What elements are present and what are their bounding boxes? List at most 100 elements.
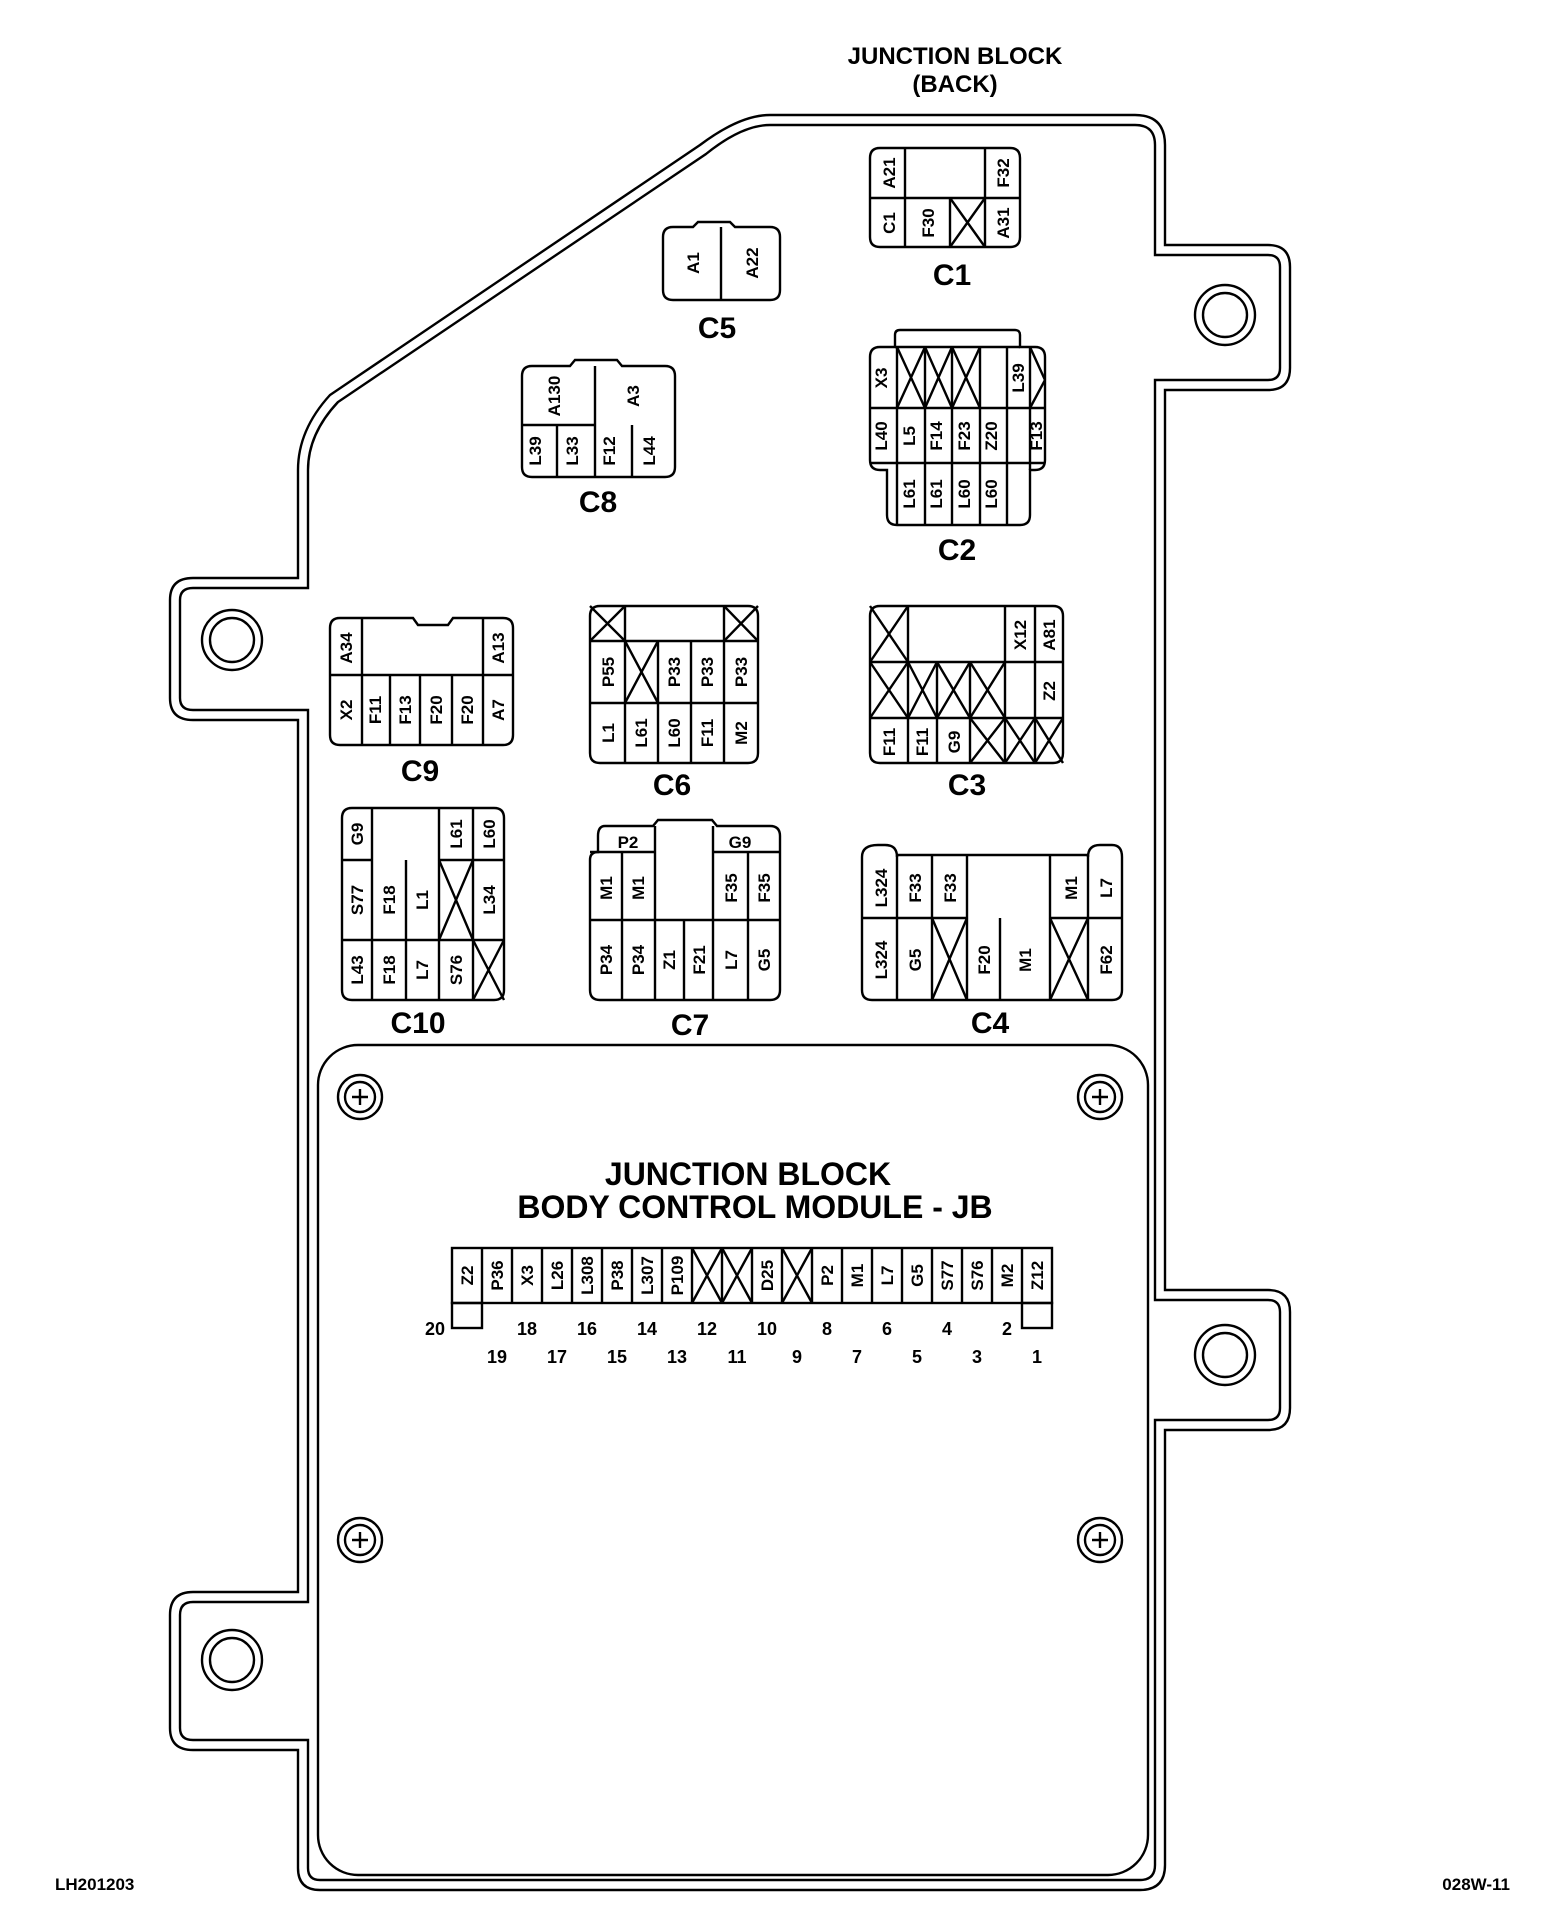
bcm-cavity-unused-mark [780, 1247, 814, 1304]
mounting-hole-left-upper [200, 608, 264, 672]
connector-c10: G9 L61 L60 S77 F18 L1 L34 L43 F18 L7 S76 [340, 806, 506, 1002]
connector-c10-label: C10 [390, 1007, 445, 1040]
c8-cavity-l33: L33 [563, 436, 582, 465]
housing-inner-outline [178, 123, 1282, 1882]
c9-cavity-f20-a: F20 [427, 695, 446, 724]
connector-c5: A1 A22 [661, 220, 782, 302]
c3-cavity-z2: Z2 [1040, 681, 1059, 701]
bcm-pin-number: 8 [822, 1319, 832, 1339]
c4-cavity-f62: F62 [1097, 945, 1116, 974]
screw-icon-top-right [1076, 1073, 1124, 1121]
bcm-pin-number: 3 [972, 1347, 982, 1367]
bcm-pin-number: 4 [942, 1319, 952, 1339]
c2-cavity-l60-a: L60 [955, 479, 974, 508]
c4-cavity-l324-b: L324 [872, 940, 891, 979]
c7-cavity-g9: G9 [729, 833, 752, 852]
c10-cavity-l7: L7 [413, 960, 432, 980]
bcm-pin-number: 15 [607, 1347, 627, 1367]
c6-cavity-l60: L60 [665, 718, 684, 747]
c8-cavity-l44: L44 [640, 436, 659, 466]
c3-cavity-a81: A81 [1040, 619, 1059, 650]
c10-cavity-l43: L43 [348, 955, 367, 984]
c9-cavity-a13: A13 [489, 632, 508, 663]
bcm-pin-number: 17 [547, 1347, 567, 1367]
bcm-pin-label: L7 [878, 1266, 897, 1286]
c2-cavity-z20: Z20 [982, 421, 1001, 450]
c3-cavity-f11-a: F11 [880, 728, 899, 756]
c4-cavity-m1-a: M1 [1062, 876, 1081, 900]
connector-c6: P55 P33 P33 P33 L1 L61 L60 F11 M2 [588, 604, 760, 765]
c2-cavity-f13: F13 [1027, 421, 1046, 450]
mounting-hole-right-lower [1193, 1323, 1257, 1387]
c2-cavity-x3: X3 [872, 368, 891, 389]
c2-cavity-l40: L40 [872, 421, 891, 450]
connector-c4-label: C4 [971, 1007, 1010, 1040]
c8-cavity-f12: F12 [600, 436, 619, 465]
c2-cavity-l5: L5 [900, 426, 919, 446]
screw-icon-bottom-left [336, 1516, 384, 1564]
mounting-hole-top-right [1193, 283, 1257, 347]
connector-c2-label: C2 [938, 534, 976, 567]
c10-cavity-l34: L34 [480, 885, 499, 915]
connector-c8-label: C8 [579, 486, 617, 519]
c10-cavity-l61: L61 [447, 819, 466, 848]
bcm-pin-label: P109 [668, 1256, 687, 1296]
bcm-pin-label: M1 [848, 1264, 867, 1288]
bcm-pin-number: 16 [577, 1319, 597, 1339]
c9-cavity-f13: F13 [396, 695, 415, 724]
connector-c3-label: C3 [948, 769, 986, 802]
c7-cavity-m1-a: M1 [597, 876, 616, 900]
bcm-pin-label: L308 [578, 1256, 597, 1295]
c7-cavity-p2: P2 [618, 833, 639, 852]
bcm-pin-label: D25 [758, 1260, 777, 1291]
c4-cavity-f33-b: F33 [941, 873, 960, 902]
c7-cavity-l7: L7 [722, 950, 741, 970]
c6-cavity-f11: F11 [698, 719, 717, 747]
header-title-line2: (BACK) [912, 71, 997, 98]
bcm-pin-number: 9 [792, 1347, 802, 1367]
bcm-pin-label: X3 [518, 1265, 537, 1286]
c1-cavity-c1: C1 [880, 212, 899, 234]
bcm-pin-number: 1 [1032, 1347, 1042, 1367]
c2-cavity-f14: F14 [927, 421, 946, 451]
bcm-pin-label: Z2 [458, 1266, 477, 1286]
bcm-pin-number: 18 [517, 1319, 537, 1339]
bcm-pin-number: 12 [697, 1319, 717, 1339]
c2-cavity-l61-a: L61 [900, 479, 919, 508]
bcm-pin-number: 5 [912, 1347, 922, 1367]
bcm-pin-label: M2 [998, 1264, 1017, 1288]
c10-cavity-s77: S77 [348, 885, 367, 915]
c1-cavity-a21: A21 [880, 157, 899, 188]
c7-cavity-f21: F21 [690, 945, 709, 974]
bcm-pin-label: L26 [548, 1261, 567, 1290]
module-title-line1: JUNCTION BLOCK [605, 1156, 891, 1192]
bcm-pin-label: P38 [608, 1260, 627, 1290]
c7-cavity-f35-b: F35 [755, 873, 774, 902]
bcm-cavity-unused-mark [690, 1247, 724, 1304]
c1-cavity-a31: A31 [994, 207, 1013, 238]
c9-cavity-f11: F11 [366, 696, 385, 724]
footer-right-code: 028W-11 [1442, 1875, 1510, 1894]
bcm-pin-number: 20 [425, 1319, 445, 1339]
c8-cavity-a130: A130 [545, 376, 564, 417]
c4-cavity-f20: F20 [975, 945, 994, 974]
c6-cavity-p55: P55 [599, 657, 618, 687]
connector-c9: A34 A13 X2 F11 F13 F20 F20 A7 [328, 616, 515, 747]
connector-c2: X3 L39 L40 L5 F14 F23 Z20 F13 L61 L61 L6… [868, 328, 1047, 527]
mounting-hole-left-lower [200, 1628, 264, 1692]
bcm-pin-label: P2 [818, 1265, 837, 1286]
c7-cavity-p34-a: P34 [597, 944, 616, 975]
screw-icon-bottom-right [1076, 1516, 1124, 1564]
connector-c3: X12 A81 Z2 F11 F11 G9 [868, 604, 1065, 765]
connector-c6-label: C6 [653, 769, 691, 802]
bcm-pin-number: 10 [757, 1319, 777, 1339]
bcm-pin-number: 6 [882, 1319, 892, 1339]
c7-cavity-g5: G5 [755, 949, 774, 972]
connector-c7: P2 G9 M1 M1 F35 F35 P34 P34 Z1 F21 L7 G5 [588, 818, 782, 1002]
connector-c9-label: C9 [401, 755, 439, 788]
footer-left-code: LH201203 [55, 1875, 134, 1894]
connector-c1: A21 F32 C1 F30 A31 [868, 146, 1022, 249]
c3-cavity-f11-b: F11 [913, 728, 932, 756]
c10-cavity-f18-b: F18 [380, 955, 399, 984]
